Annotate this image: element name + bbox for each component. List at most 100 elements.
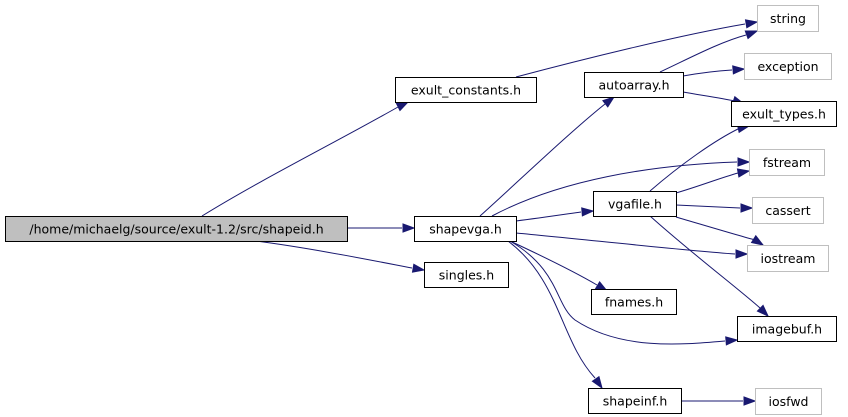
- node-box[interactable]: [591, 289, 677, 315]
- node-box[interactable]: [424, 262, 509, 288]
- node-label: string: [770, 11, 806, 26]
- arrowhead-icon: [411, 263, 426, 273]
- edge-vgafile-to-imagebuf: [649, 215, 770, 318]
- edge-shapevga-to-vgafile: [515, 207, 595, 222]
- node-box[interactable]: [593, 191, 677, 217]
- node-label: /home/michaelg/source/exult-1.2/src/shap…: [29, 222, 323, 237]
- edge-line: [675, 172, 739, 194]
- node-shapeinf[interactable]: shapeinf.h: [588, 388, 682, 414]
- edge-exult_constants-to-string: [515, 19, 759, 78]
- edge-shapevga-to-fnames: [509, 240, 609, 292]
- edge-shapevga-to-shapeinf: [507, 240, 603, 390]
- node-label: exult_constants.h: [411, 83, 521, 98]
- node-box: [747, 245, 829, 272]
- edge-shapeinf-to-iosfwd: [681, 396, 757, 406]
- node-exception: exception: [744, 53, 832, 80]
- node-label: vgafile.h: [608, 197, 662, 212]
- node-label: fstream: [763, 155, 811, 170]
- edge-shapeid-to-exult_constants: [201, 101, 410, 217]
- arrowhead-icon: [581, 207, 595, 217]
- edge-vgafile-to-fstream: [675, 168, 751, 194]
- arrowhead-icon: [740, 203, 754, 213]
- arrowhead-icon: [750, 234, 765, 246]
- node-label: fnames.h: [605, 295, 663, 310]
- node-box[interactable]: [414, 216, 517, 242]
- edge-line: [659, 34, 747, 73]
- node-label: cassert: [765, 203, 810, 218]
- node-box[interactable]: [5, 216, 348, 242]
- node-box[interactable]: [584, 72, 684, 98]
- arrowhead-icon: [602, 96, 616, 108]
- node-box: [757, 5, 819, 32]
- edge-line: [515, 211, 582, 222]
- arrowhead-icon: [395, 101, 410, 112]
- node-imagebuf[interactable]: imagebuf.h: [737, 316, 837, 342]
- edge-shapevga-to-autoarray: [479, 96, 616, 217]
- node-label: shapeinf.h: [603, 394, 668, 409]
- node-iosfwd: iosfwd: [755, 388, 822, 415]
- node-singles[interactable]: singles.h: [424, 262, 509, 288]
- node-label: imagebuf.h: [752, 322, 822, 337]
- node-string: string: [757, 5, 819, 32]
- node-label: iosfwd: [769, 394, 809, 409]
- edge-shapevga-to-fstream: [491, 157, 751, 217]
- edge-line: [682, 91, 736, 102]
- node-label: shapevga.h: [429, 222, 502, 237]
- node-exult-constants[interactable]: exult_constants.h: [395, 77, 537, 103]
- node-box: [749, 149, 825, 176]
- edge-vgafile-to-iostream: [675, 216, 765, 246]
- node-box[interactable]: [731, 101, 837, 127]
- edge-shapeid-to-shapevga: [347, 223, 416, 233]
- node-box[interactable]: [395, 77, 537, 103]
- node-shapevga[interactable]: shapevga.h: [414, 216, 517, 242]
- arrowhead-icon: [743, 396, 757, 406]
- edge-autoarray-to-exception: [682, 65, 746, 77]
- edge-vgafile-to-cassert: [675, 203, 754, 213]
- node-box: [744, 53, 832, 80]
- node-iostream: iostream: [747, 245, 829, 272]
- edge-line: [682, 69, 733, 77]
- edge-shapevga-to-iostream: [515, 232, 749, 259]
- arrowhead-icon: [725, 336, 739, 346]
- edge-line: [515, 232, 736, 255]
- edge-line: [201, 106, 399, 217]
- edge-line: [515, 23, 746, 78]
- node-exult-types[interactable]: exult_types.h: [731, 101, 837, 127]
- edge-vgafile-to-exult_types: [649, 123, 751, 192]
- node-fnames[interactable]: fnames.h: [591, 289, 677, 315]
- node-label: iostream: [761, 251, 816, 266]
- arrowhead-icon: [744, 19, 759, 29]
- edge-autoarray-to-string: [659, 30, 759, 73]
- node-box[interactable]: [737, 316, 837, 342]
- node-box[interactable]: [588, 388, 682, 414]
- node-label: exception: [757, 59, 818, 74]
- node-vgafile[interactable]: vgafile.h: [593, 191, 677, 217]
- edge-shapevga-to-imagebuf: [509, 240, 739, 346]
- arrowhead-icon: [402, 223, 416, 233]
- node-label: exult_types.h: [742, 107, 826, 122]
- arrowhead-icon: [735, 249, 749, 259]
- arrowhead-icon: [744, 30, 759, 40]
- edge-line: [675, 204, 741, 209]
- node-autoarray[interactable]: autoarray.h: [584, 72, 684, 98]
- edge-line: [509, 240, 726, 345]
- edge-line: [479, 103, 606, 217]
- node-label: singles.h: [439, 268, 494, 283]
- edges-layer: [201, 19, 770, 406]
- edge-line: [649, 215, 761, 309]
- node-box: [755, 388, 822, 415]
- nodes-layer: /home/michaelg/source/exult-1.2/src/shap…: [5, 5, 837, 415]
- edge-line: [507, 240, 596, 379]
- edge-line: [255, 240, 413, 269]
- node-shapeid[interactable]: /home/michaelg/source/exult-1.2/src/shap…: [5, 216, 348, 242]
- arrowhead-icon: [736, 168, 751, 178]
- node-cassert: cassert: [752, 197, 824, 224]
- edge-line: [509, 240, 598, 286]
- node-box: [752, 197, 824, 224]
- edge-line: [649, 127, 741, 192]
- arrowhead-icon: [756, 304, 770, 318]
- arrowhead-icon: [737, 157, 751, 167]
- edge-line: [675, 216, 756, 241]
- arrowhead-icon: [591, 375, 603, 390]
